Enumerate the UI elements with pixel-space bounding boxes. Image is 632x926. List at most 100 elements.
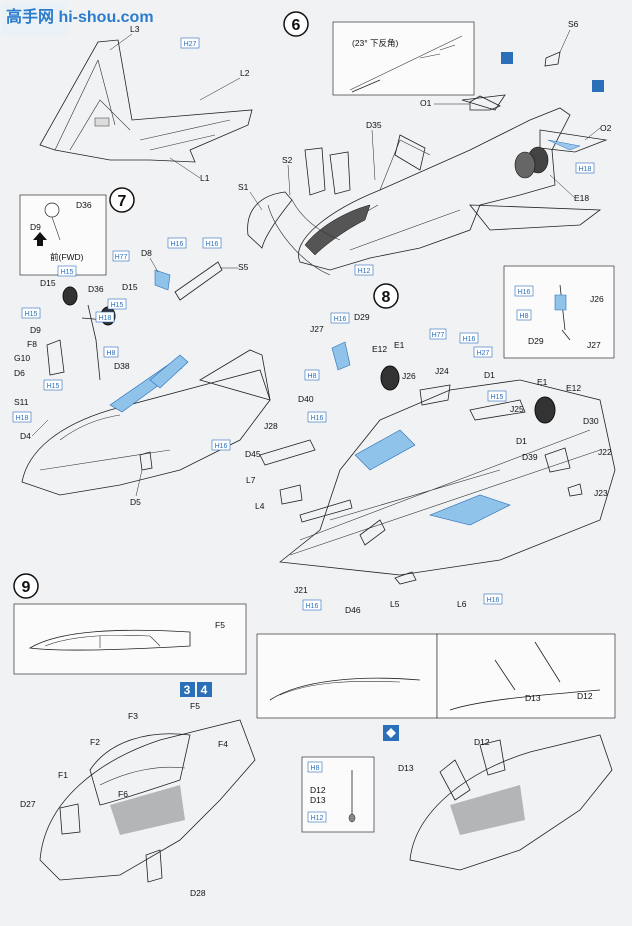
- part-L1: L1: [200, 173, 210, 183]
- svg-text:3: 3: [184, 683, 191, 697]
- part-F4: F4: [218, 739, 228, 749]
- part-S1: S1: [238, 182, 249, 192]
- step-9-labels: F5 F5 F3 F2 F4 F1 F6 D27 D28 D13 D12 D12…: [20, 620, 593, 898]
- step-7-labels: D8 S5 D15 D36 D15 D9 F8 G10 D6 S11 D4 D5…: [12, 237, 249, 507]
- part-D45: D45: [245, 449, 261, 459]
- step-8-labels: J26 D29 J27 H16 H8 J27 D29 E12 E1 J26 J2…: [245, 285, 612, 615]
- tag-H16-inset: H16: [518, 289, 531, 296]
- tag-H16-8e: H16: [487, 597, 500, 604]
- part-E12: E12: [372, 344, 387, 354]
- part-D15-left: D15: [40, 278, 56, 288]
- part-E18: E18: [574, 193, 589, 203]
- part-S2: S2: [282, 155, 293, 165]
- part-D12: D12: [474, 737, 490, 747]
- part-L7: L7: [246, 475, 256, 485]
- tag-H18-b: H18: [16, 415, 29, 422]
- svg-text:4: 4: [201, 683, 208, 697]
- part-D38: D38: [114, 361, 130, 371]
- part-J26-inset: J26: [590, 294, 604, 304]
- tag-H16-8b: H16: [463, 336, 476, 343]
- part-D39: D39: [522, 452, 538, 462]
- part-F8: F8: [27, 339, 37, 349]
- part-D13-inset: D13: [525, 693, 541, 703]
- step-9-badge-4: [197, 682, 212, 697]
- part-D15-right: D15: [122, 282, 138, 292]
- part-D40: D40: [298, 394, 314, 404]
- part-L6: L6: [457, 599, 467, 609]
- part-O2: O2: [600, 123, 612, 133]
- watermark-text: 高手网 hi-shou.com: [6, 7, 154, 26]
- tag-H15-d: H15: [47, 383, 60, 390]
- part-J21: J21: [294, 585, 308, 595]
- step-6-inset-note: (23° 下反角): [352, 38, 399, 48]
- step-7-inset: [19, 194, 107, 276]
- part-D46: D46: [345, 605, 361, 615]
- part-G10: G10: [14, 353, 30, 363]
- part-D27: D27: [20, 799, 36, 809]
- tag-H27-8: H27: [477, 350, 490, 357]
- tag-H8-inset: H8: [520, 313, 529, 320]
- part-D4: D4: [20, 431, 31, 441]
- tag-H18: H18: [579, 166, 592, 173]
- step-7: 7 前(FWD) D36 D9: [19, 187, 271, 496]
- tag-H16-8c: H16: [311, 415, 324, 422]
- part-D9-inset: D9: [30, 222, 41, 232]
- part-S5: S5: [238, 262, 249, 272]
- step-6-labels: L3 L2 L1 S6 O1 O2 D35 S2 S1 E18 H27 H18 …: [109, 19, 612, 276]
- step-6-number: 6: [292, 17, 301, 34]
- part-D35: D35: [366, 120, 382, 130]
- part-D5: D5: [130, 497, 141, 507]
- tag-H16-c: H16: [215, 443, 228, 450]
- step-8: 8: [259, 265, 616, 585]
- step-7-number: 7: [118, 193, 127, 210]
- part-D1: D1: [484, 370, 495, 380]
- part-D30: D30: [583, 416, 599, 426]
- step-8-number: 8: [382, 289, 391, 306]
- step-9: 9 3 4: [13, 573, 616, 883]
- part-J26: J26: [402, 371, 416, 381]
- part-L4: L4: [255, 501, 265, 511]
- part-F1: F1: [58, 770, 68, 780]
- tag-H16-8a: H16: [334, 316, 347, 323]
- part-D13-detail: D13: [310, 795, 326, 805]
- part-J28: J28: [264, 421, 278, 431]
- part-D9: D9: [30, 325, 41, 335]
- tag-H16-a: H16: [171, 241, 184, 248]
- part-F5: F5: [190, 701, 200, 711]
- tag-H16-b: H16: [206, 241, 219, 248]
- part-E1-right: E1: [537, 377, 548, 387]
- part-D29: D29: [354, 312, 370, 322]
- tag-H12: H12: [358, 268, 371, 275]
- step-7-inset-fwd-label: 前(FWD): [50, 252, 84, 262]
- step-9-canopy-inset: [13, 603, 247, 675]
- part-S6: S6: [568, 19, 579, 29]
- tag-H77-8: H77: [432, 332, 445, 339]
- step-9-open-inset: [436, 633, 616, 719]
- watermark-logo: 高手网 hi-shou.com: [2, 2, 154, 36]
- part-D1-right: D1: [516, 436, 527, 446]
- part-D13: D13: [398, 763, 414, 773]
- part-J27-inset: J27: [587, 340, 601, 350]
- tag-H8: H8: [107, 350, 116, 357]
- part-L2: L2: [240, 68, 250, 78]
- part-E12-right: E12: [566, 383, 581, 393]
- part-F3: F3: [128, 711, 138, 721]
- part-D29-inset: D29: [528, 336, 544, 346]
- tag-H27: H27: [184, 41, 197, 48]
- part-F6: F6: [118, 789, 128, 799]
- part-J24: J24: [435, 366, 449, 376]
- part-J22: J22: [598, 447, 612, 457]
- tag-H77: H77: [115, 254, 128, 261]
- tag-H15-a: H15: [61, 269, 74, 276]
- step-6: 6 (23° 下反角): [39, 11, 608, 276]
- step-9-badge-3: [180, 682, 195, 697]
- tag-H16-8d: H16: [306, 603, 319, 610]
- part-L5: L5: [390, 599, 400, 609]
- tag-H18-a: H18: [99, 315, 112, 322]
- tag-H15-c: H15: [25, 311, 38, 318]
- part-L3: L3: [130, 24, 140, 34]
- part-E1: E1: [394, 340, 405, 350]
- part-J23: J23: [594, 488, 608, 498]
- part-J25: J25: [510, 404, 524, 414]
